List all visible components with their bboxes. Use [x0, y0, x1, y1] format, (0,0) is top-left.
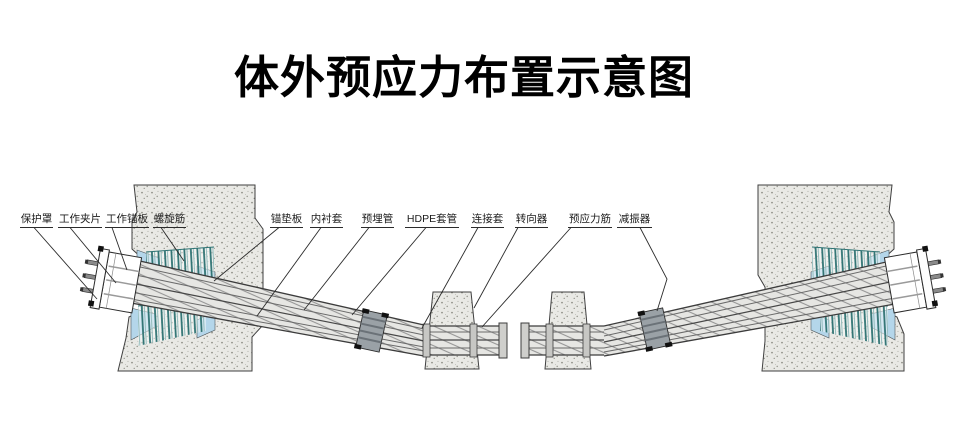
protective-cap-plate: [89, 247, 111, 310]
tendon-mid-left-segment: [424, 322, 508, 359]
pipe-coupling-collars: [422, 323, 591, 358]
duct-end-cap-right: [520, 322, 530, 359]
label-working-wedges: 工作夹片: [59, 212, 101, 225]
label-inner-liner-sleeve: 内衬套: [311, 212, 343, 225]
duct-end-cap-left: [498, 322, 508, 359]
label-working-anchor-plate: 工作锚板: [106, 212, 148, 225]
cap-bolt: [97, 245, 104, 252]
label-damper: 减振器: [619, 212, 651, 225]
page-title: 体外预应力布置示意图: [234, 53, 694, 103]
label-spiral-rebar: 螺旋筋: [154, 212, 186, 225]
label-anchor-bearing-plate: 锚垫板: [271, 212, 303, 225]
tendon-right-segment: [603, 259, 896, 357]
label-deviator: 转向器: [516, 212, 548, 225]
cap-bolt: [922, 245, 929, 252]
right-anchor-assembly: [883, 245, 947, 314]
tendon-mid-right-segment: [520, 322, 604, 359]
label-coupling-sleeve: 连接套: [472, 212, 504, 225]
right-damper: [637, 307, 673, 352]
cap-bolt: [87, 300, 95, 307]
label-prestressing-tendon: 预应力筋: [569, 212, 611, 225]
left-damper: [353, 308, 390, 353]
leader-lines: [20, 227, 668, 329]
cap-bolt: [931, 300, 939, 307]
label-embedded-pipe: 预埋管: [362, 212, 394, 225]
label-hdpe-duct: HDPE套管: [407, 212, 457, 225]
left-anchor-assembly: [79, 245, 143, 314]
label-protective-cap: 保护罩: [21, 212, 53, 225]
protective-cap-plate: [915, 247, 937, 310]
